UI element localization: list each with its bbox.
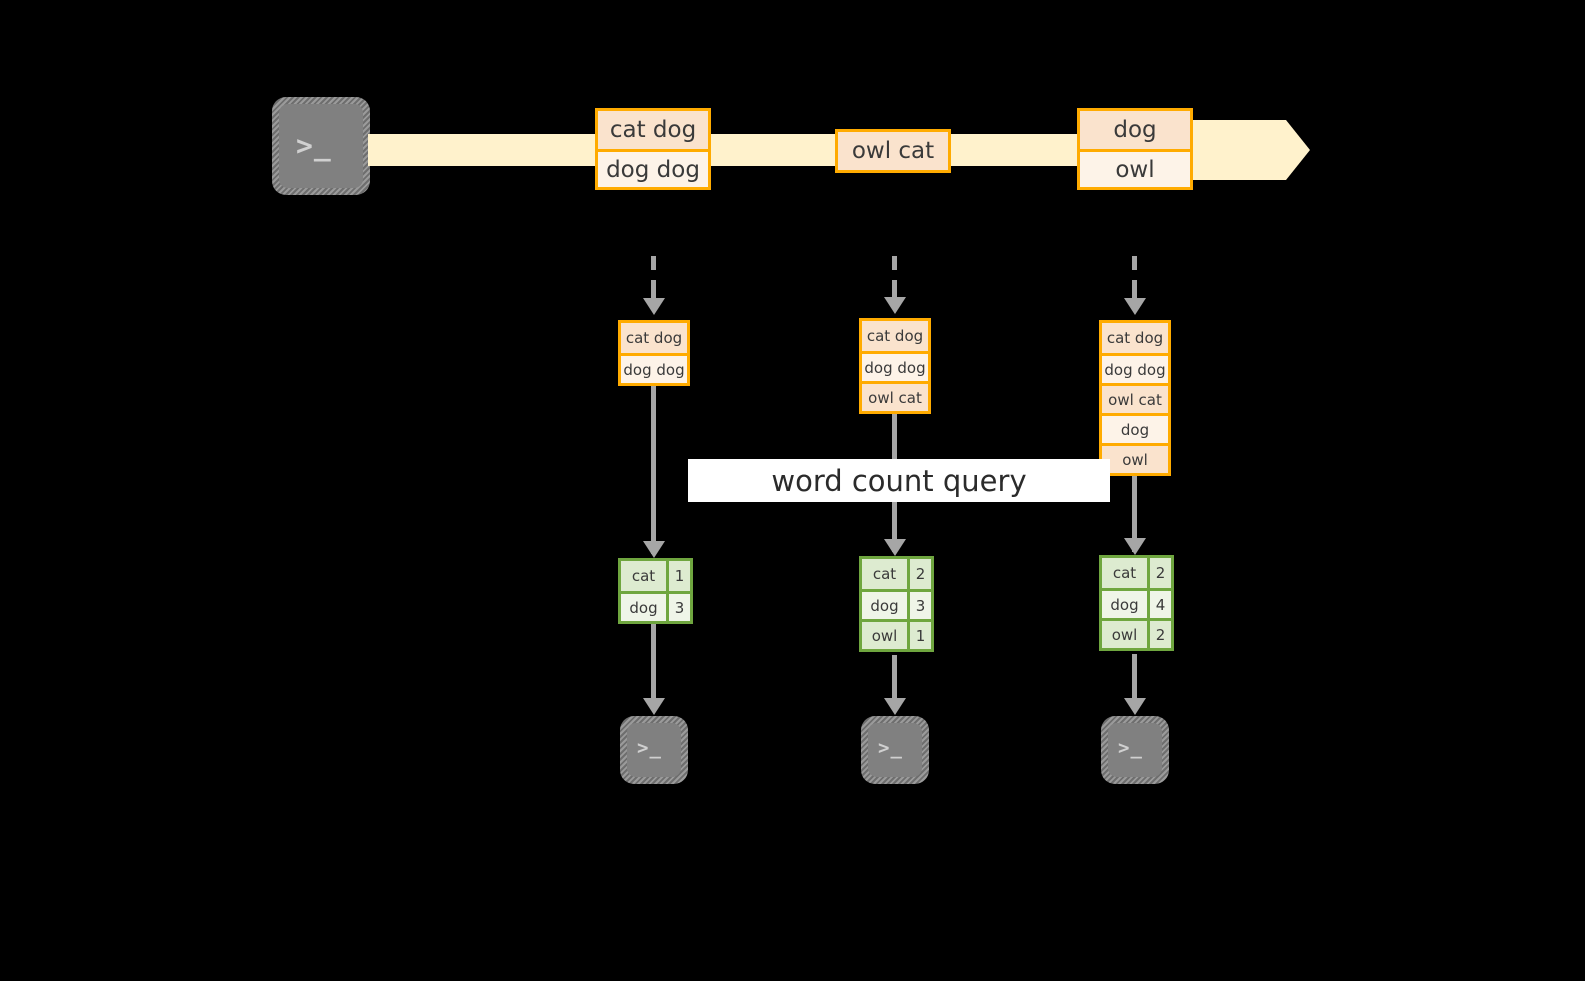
snapshot-input-1: cat dog dog dog	[618, 320, 690, 386]
terminal-body	[627, 723, 681, 777]
snapshot-trigger-arrowhead-2	[884, 297, 906, 314]
snapshot-trigger-arrowhead-3	[1124, 298, 1146, 315]
stream-arrowhead	[1286, 120, 1310, 180]
source-terminal-icon: >_	[272, 97, 370, 195]
snapshot-trigger-connector-1	[651, 256, 656, 302]
snapshot-input-line: cat dog	[862, 321, 928, 351]
terminal-body	[868, 723, 922, 777]
result-count: 1	[666, 561, 690, 591]
result-count: 2	[1147, 621, 1171, 648]
result-count: 2	[907, 559, 931, 589]
result-count: 2	[1147, 558, 1171, 588]
query-connector-3	[1132, 474, 1137, 552]
snapshot-input-line: dog dog	[1102, 353, 1168, 383]
query-arrowhead-3	[1124, 538, 1146, 555]
record-line: dog	[1080, 111, 1190, 149]
result-word: cat	[1102, 558, 1147, 588]
snapshot-input-line: cat dog	[621, 323, 687, 353]
snapshot-input-line: owl cat	[1102, 383, 1168, 413]
result-word: owl	[1102, 621, 1147, 648]
result-row: dog 3	[621, 591, 690, 621]
query-arrowhead-1	[643, 541, 665, 558]
snapshot-input-2: cat dog dog dog owl cat	[859, 318, 931, 414]
result-row: cat 1	[621, 561, 690, 591]
terminal-prompt-glyph: >_	[637, 737, 662, 759]
stream-band-thick	[1193, 120, 1286, 180]
sink-arrowhead-1	[643, 698, 665, 715]
snapshot-result-3: cat 2 dog 4 owl 2	[1099, 555, 1174, 651]
record-line: dog dog	[598, 149, 708, 187]
result-row: cat 2	[1102, 558, 1171, 588]
snapshot-trigger-connector-2	[892, 256, 897, 301]
snapshot-result-2: cat 2 dog 3 owl 1	[859, 556, 934, 652]
query-label-text: word count query	[771, 463, 1027, 498]
query-arrowhead-2	[884, 539, 906, 556]
record-line: owl cat	[838, 132, 948, 170]
snapshot-result-1: cat 1 dog 3	[618, 558, 693, 624]
sink-connector-1	[651, 624, 656, 703]
snapshot-trigger-connector-3	[1132, 256, 1137, 302]
snapshot-input-line: dog dog	[621, 353, 687, 383]
result-row: owl 2	[1102, 618, 1171, 648]
result-count: 3	[907, 592, 931, 619]
result-word: dog	[1102, 591, 1147, 618]
result-word: owl	[862, 622, 907, 649]
result-count: 3	[666, 594, 690, 621]
terminal-body	[1108, 723, 1162, 777]
sink-terminal-icon-1: >_	[620, 716, 688, 784]
terminal-prompt-glyph: >_	[1118, 737, 1143, 759]
result-word: cat	[862, 559, 907, 589]
result-row: owl 1	[862, 619, 931, 649]
sink-terminal-icon-3: >_	[1101, 716, 1169, 784]
query-label-band: word count query	[688, 459, 1110, 502]
terminal-prompt-glyph: >_	[296, 129, 332, 162]
snapshot-input-line: dog	[1102, 413, 1168, 443]
stream-record-3: dog owl	[1077, 108, 1193, 190]
result-count: 1	[907, 622, 931, 649]
snapshot-trigger-arrowhead-1	[643, 298, 665, 315]
sink-connector-2	[892, 655, 897, 703]
sink-terminal-icon-2: >_	[861, 716, 929, 784]
snapshot-input-line: owl	[1102, 443, 1168, 473]
query-connector-1	[651, 382, 656, 554]
terminal-body	[279, 104, 363, 188]
result-word: dog	[862, 592, 907, 619]
snapshot-input-line: cat dog	[1102, 323, 1168, 353]
record-line: cat dog	[598, 111, 708, 149]
result-word: dog	[621, 594, 666, 621]
terminal-prompt-glyph: >_	[878, 737, 903, 759]
sink-arrowhead-3	[1124, 698, 1146, 715]
stream-record-1: cat dog dog dog	[595, 108, 711, 190]
sink-connector-3	[1132, 654, 1137, 703]
result-row: dog 4	[1102, 588, 1171, 618]
snapshot-input-line: dog dog	[862, 351, 928, 381]
result-row: cat 2	[862, 559, 931, 589]
result-row: dog 3	[862, 589, 931, 619]
sink-arrowhead-2	[884, 698, 906, 715]
stream-record-2: owl cat	[835, 129, 951, 173]
snapshot-input-line: owl cat	[862, 381, 928, 411]
record-line: owl	[1080, 149, 1190, 187]
result-word: cat	[621, 561, 666, 591]
snapshot-input-3: cat dog dog dog owl cat dog owl	[1099, 320, 1171, 476]
result-count: 4	[1147, 591, 1171, 618]
